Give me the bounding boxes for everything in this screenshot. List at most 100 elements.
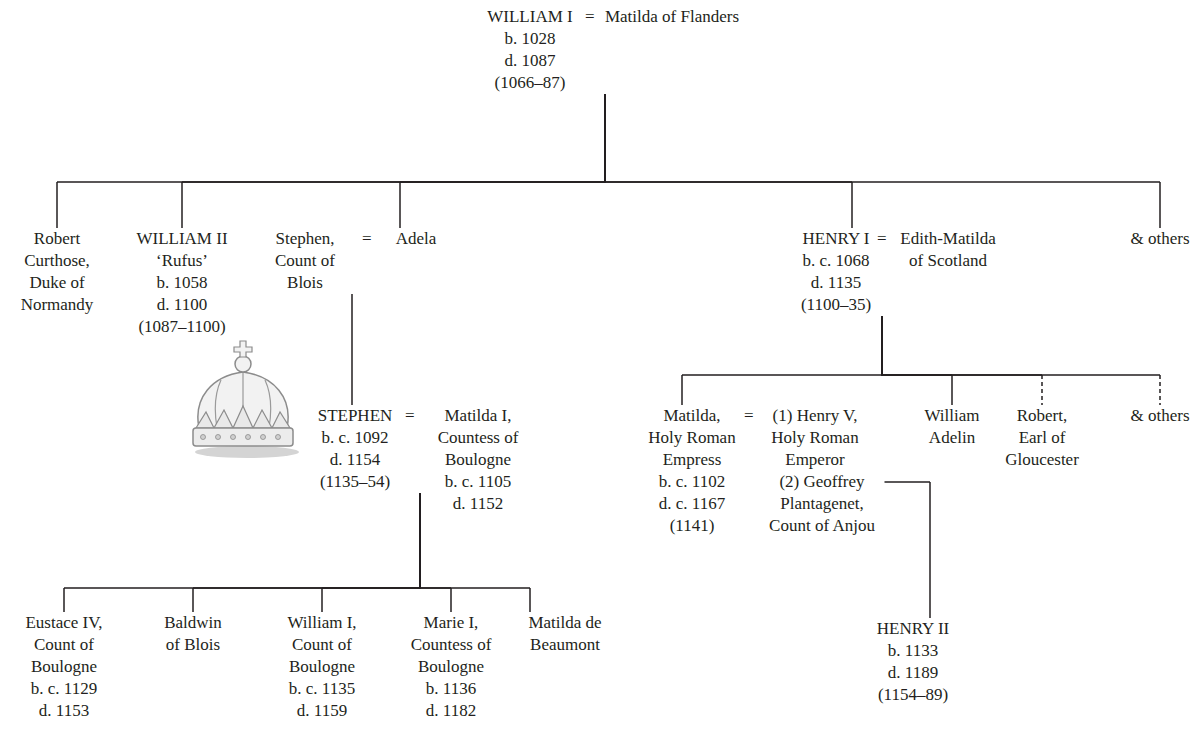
person-detail: d. c. 1167 [647,493,737,515]
marriage-sign: = [877,228,887,250]
crown-illustration [193,341,299,458]
descent-line [882,316,952,375]
descent-line [193,493,420,612]
person-entry: HENRY Ib. c. 1068d. 1135(1100–35) [781,228,891,316]
descent-line [882,316,1042,375]
descent-line [682,316,882,405]
person-entry: (2) Geoffrey Plantagenet, Count of Anjou [760,471,885,537]
person-name: (1) Henry V, Holy Roman Emperor [760,405,870,471]
descent-line [400,94,605,182]
person-entry: Robert, Earl of Gloucester [1003,405,1081,471]
person-detail: d. 1152 [426,493,530,515]
descent-line [420,493,530,612]
person-detail: d. 1135 [781,272,891,294]
person-entry: Adela [384,228,448,250]
person-name: Marie I, Countess of Boulogne [401,612,501,678]
person-detail: d. 1189 [863,662,963,684]
person-detail: b. c. 1135 [267,678,377,700]
person-name: Edith-Matilda of Scotland [896,228,1001,272]
person-entry: Matilda, Holy Roman Empressb. c. 1102d. … [647,405,737,537]
person-entry: HENRY IIb. 1133d. 1189(1154–89) [863,618,963,706]
person-entry: Baldwin of Blois [158,612,228,656]
person-name: Matilda de Beaumont [515,612,615,656]
person-detail: (1100–35) [781,294,891,316]
person-entry: Matilda I, Countess of Boulogneb. c. 110… [426,405,530,515]
person-detail: b. c. 1105 [426,471,530,493]
descent-line [56,182,58,228]
person-detail: b. 1028 [445,28,615,50]
descent-line [64,493,420,612]
descent-line [605,94,852,228]
person-detail: b. 1133 [863,640,963,662]
person-entry: William Adelin [912,405,992,449]
descent-line [322,493,420,588]
person-detail: d. 1182 [401,700,501,722]
person-name: & others [1120,405,1200,427]
person-name: William Adelin [912,405,992,449]
crown-jewel [276,435,281,440]
descent-line [57,94,605,228]
person-entry: Matilda de Beaumont [515,612,615,656]
descent-line [420,493,451,612]
marriage-sign: = [744,405,754,427]
crown-band [193,428,293,446]
person-name: Matilda I, Countess of Boulogne [426,405,530,471]
descent-line [420,493,530,588]
crown-shadow [195,446,299,458]
descent-line [57,94,605,182]
crown-cross [234,341,252,357]
person-detail: (1066–87) [445,72,615,94]
descent-line [351,350,353,405]
person-detail: b. 1136 [401,678,501,700]
person-detail: b. c. 1129 [9,678,119,700]
descent-line [400,94,605,228]
person-name: HENRY I [781,228,891,250]
descent-line [885,481,931,483]
descent-line [181,182,183,228]
descent-line [351,294,353,350]
person-entry: & others [1120,405,1200,427]
person-detail: (1154–89) [863,684,963,706]
crown-jewels [201,435,281,440]
person-entry: & others [1120,228,1200,250]
person-detail: ‘Rufus’ [117,250,247,272]
descent-line [605,94,1160,228]
person-name: HENRY II [863,618,963,640]
descent-line [929,482,931,618]
marriage-sign: = [585,6,595,28]
person-detail: d. 1153 [9,700,119,722]
person-entry: STEPHENb. c. 1092d. 1154(1135–54) [287,405,423,493]
person-name: (2) Geoffrey Plantagenet, Count of Anjou [760,471,885,537]
descent-line [1041,375,1043,405]
person-entry: Matilda of Flanders [597,6,747,28]
crown-orb [235,356,251,372]
descent-line [851,182,853,228]
descent-line [529,588,531,612]
descent-line [951,375,953,405]
person-name: Baldwin of Blois [158,612,228,656]
crown-jewel [201,435,206,440]
person-name: William I, Count of Boulogne [267,612,377,678]
person-detail: (1087–1100) [117,316,247,338]
person-entry: William I, Count of Boulogneb. c. 1135d.… [267,612,377,722]
person-detail: (1135–54) [287,471,423,493]
descent-line [882,316,1160,375]
person-entry: Robert Curthose, Duke of Normandy [9,228,105,316]
crown-fleurs [196,406,290,428]
descent-line [182,94,605,228]
descent-line [64,493,420,588]
person-name: Robert, Earl of Gloucester [1003,405,1081,471]
person-detail: d. 1087 [445,50,615,72]
descent-line [1159,182,1161,228]
descent-line [885,482,931,618]
descent-line [681,375,683,405]
person-detail: b. c. 1092 [287,427,423,449]
descent-line [182,94,605,182]
person-name: WILLIAM II [117,228,247,250]
crown-jewel [231,435,236,440]
person-detail: b. 1058 [117,272,247,294]
person-detail: (1141) [647,515,737,537]
descent-line [1159,375,1161,405]
descent-line [321,588,323,612]
descent-line [882,316,1160,405]
